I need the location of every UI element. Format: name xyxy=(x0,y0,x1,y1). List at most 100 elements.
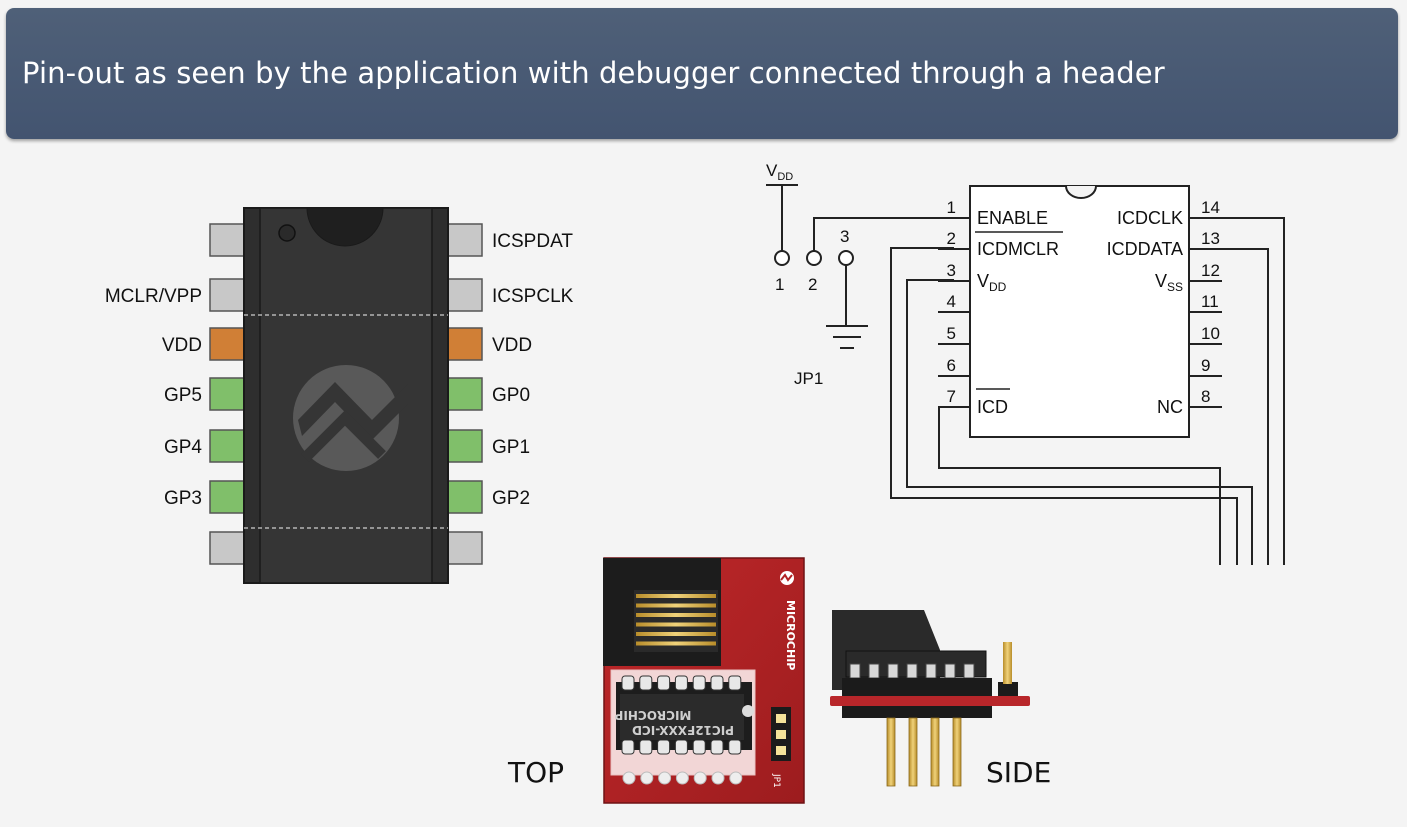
pcb-logo-icon xyxy=(780,571,794,585)
rj-contact xyxy=(636,613,716,617)
side-socket-bottom xyxy=(842,706,992,718)
chip-right-pin-label: VDD xyxy=(492,335,532,356)
socket-pin xyxy=(639,739,653,755)
side-chip-leg xyxy=(925,663,937,679)
ic-right-pin-number: 12 xyxy=(1201,261,1220,280)
chip-left-pin xyxy=(209,429,245,463)
top-view-label: TOP xyxy=(507,756,564,789)
pin1-dot xyxy=(278,224,296,242)
header-pad xyxy=(658,771,672,785)
jp1-pin1-number: 1 xyxy=(775,275,784,294)
side-socket xyxy=(842,678,992,696)
jp1-pin1 xyxy=(774,250,790,266)
ic-left-pin-number: 6 xyxy=(947,356,956,375)
ic-left-pin-name: ENABLE xyxy=(977,208,1048,228)
board-ic-notch xyxy=(742,705,754,717)
header-pad xyxy=(693,771,707,785)
pcb-side-view xyxy=(830,610,1030,787)
socket-pin xyxy=(710,739,724,755)
socket-pin xyxy=(728,675,742,691)
header-pad xyxy=(711,771,725,785)
side-view-label: SIDE xyxy=(986,756,1051,789)
side-jumper-base xyxy=(998,682,1018,696)
chip-right-pin xyxy=(447,223,483,257)
socket-pin xyxy=(692,739,706,755)
rj-contact xyxy=(636,603,716,608)
side-pcb xyxy=(830,696,1030,706)
header-pad xyxy=(640,771,654,785)
ic-left-pin-name: ICDMCLR xyxy=(977,239,1059,259)
chip-left-pin xyxy=(209,327,245,361)
side-chip-leg xyxy=(963,663,975,679)
chip-right-pin xyxy=(447,429,483,463)
rj-contact xyxy=(636,594,716,598)
header-pad xyxy=(729,771,743,785)
ic-left-pin-number: 5 xyxy=(947,324,956,343)
chip-left-pin-label: GP3 xyxy=(164,488,202,509)
ic-right-pin-number: 13 xyxy=(1201,229,1220,248)
side-chip-leg xyxy=(868,663,880,679)
rj-contact xyxy=(636,641,716,646)
chip-left-pin xyxy=(209,377,245,411)
chip-right-pin-label: GP1 xyxy=(492,437,530,458)
chip-left-pin xyxy=(209,223,245,257)
chip-left-pin xyxy=(209,278,245,312)
header-pad xyxy=(675,771,689,785)
ic-left-pin-number: 7 xyxy=(947,387,956,406)
ic-right-pin-number: 8 xyxy=(1201,387,1210,406)
side-chip-leg xyxy=(906,663,918,679)
side-header-pin xyxy=(886,717,896,787)
jp1-pin2-number: 2 xyxy=(808,275,817,294)
chip-right-pin-label: GP2 xyxy=(492,488,530,509)
socket-pin xyxy=(728,739,742,755)
socket-pin xyxy=(674,675,688,691)
pcb-brand-text: MICROCHIP xyxy=(784,600,797,670)
ic-right-pin-name: NC xyxy=(1157,397,1183,417)
side-header-pin xyxy=(930,717,940,787)
ic-left-pin-number: 1 xyxy=(947,198,956,217)
chip-right-pin-label: ICSPDAT xyxy=(492,231,573,252)
chip-left-pin-label: MCLR/VPP xyxy=(105,286,202,307)
ic-left-pin-number: 3 xyxy=(947,261,956,280)
pcb-top-view: MICROCHIP PIC12FXXX-ICD MICROCHIP JP1 xyxy=(603,557,805,804)
chip-right-pin-label: ICSPCLK xyxy=(492,286,574,307)
ic-left-pin-number: 2 xyxy=(947,229,956,248)
page-title: Pin-out as seen by the application with … xyxy=(22,56,1165,90)
chip-left-pin xyxy=(209,480,245,514)
ic-right-pin-number: 11 xyxy=(1201,292,1219,311)
chip-right-pin xyxy=(447,531,483,565)
socket-pin xyxy=(621,739,635,755)
ic-left-pin-name: VDD xyxy=(977,271,1007,294)
ic-left-pin-name: ICD xyxy=(977,397,1008,417)
chip-notch xyxy=(306,207,384,247)
board-ic xyxy=(620,694,744,740)
ic-right-pin-name: ICDDATA xyxy=(1107,239,1183,259)
rj-contact xyxy=(636,622,716,627)
ic-right-pin-number: 9 xyxy=(1201,356,1210,375)
header-ic-notch xyxy=(1065,185,1097,199)
side-header-pin xyxy=(908,717,918,787)
socket-pin xyxy=(692,675,706,691)
ic-right-pin-name: ICDCLK xyxy=(1117,208,1183,228)
board-ic-brand: MICROCHIP xyxy=(614,708,691,722)
ic-right-pin-number: 10 xyxy=(1201,324,1220,343)
side-header-pin xyxy=(952,717,962,787)
header-ic-box xyxy=(969,185,1190,438)
socket-pin xyxy=(710,675,724,691)
chip-right-pin xyxy=(447,480,483,514)
chip-left-pin-label: GP4 xyxy=(164,437,202,458)
socket-pin xyxy=(657,675,671,691)
side-jumper-pin xyxy=(1003,642,1012,684)
chip-right-pin xyxy=(447,278,483,312)
header-pad xyxy=(622,771,636,785)
chip-right-pin xyxy=(447,327,483,361)
jp1-pin2 xyxy=(806,250,822,266)
jp1-silk: JP1 xyxy=(771,773,781,788)
side-chip-leg xyxy=(849,663,861,679)
socket-pin xyxy=(639,675,653,691)
vdd-supply-label: VDD xyxy=(766,161,793,183)
chip-left-pin-label: GP5 xyxy=(164,385,202,406)
chip-right-pin xyxy=(447,377,483,411)
